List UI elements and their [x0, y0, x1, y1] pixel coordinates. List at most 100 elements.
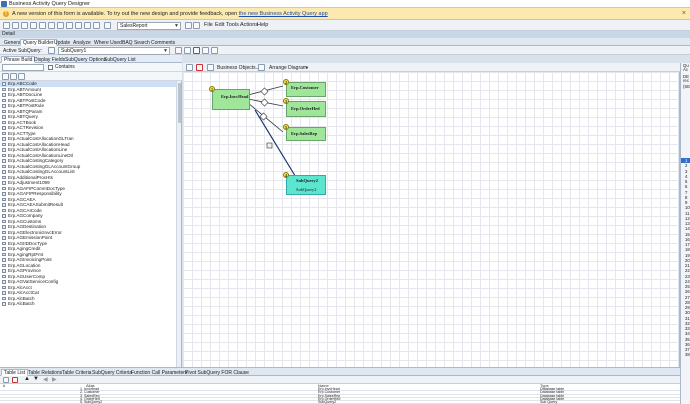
close-icon[interactable]: ×	[681, 10, 686, 17]
table-list-item[interactable]: Erp.ACTType	[0, 131, 176, 137]
table-list-item[interactable]: Erp.AdditionalProcHts	[0, 175, 176, 181]
table-list-item[interactable]: Erp.ActualCostAllocationLine	[0, 147, 176, 153]
table-list-item[interactable]: Erp.AGCAEASubmitResult	[0, 202, 176, 208]
table-list-item[interactable]: Erp.AGAFIPResponsibility	[0, 191, 176, 197]
table-node-salesrep[interactable]: 5 Erp.SalesRep	[283, 124, 326, 141]
save-icon[interactable]	[3, 22, 10, 29]
chevron-down-icon[interactable]: ▼	[305, 65, 309, 70]
refresh-icon[interactable]	[21, 22, 28, 29]
join-diamond-icon[interactable]	[260, 87, 269, 96]
join-diamond-icon[interactable]	[259, 112, 268, 121]
table-list-item[interactable]: Erp.ACTBook	[0, 120, 176, 126]
table-list-item[interactable]: Erp.ActualCostAllocationGLTran	[0, 136, 176, 142]
move-icon[interactable]	[207, 64, 214, 71]
up-arrow-icon[interactable]: ▲	[24, 376, 30, 382]
right-arrow-icon[interactable]: ▶	[52, 377, 57, 383]
add-subquery-icon[interactable]	[175, 47, 182, 54]
table-list-item[interactable]: Erp.AGEmissionPoint	[0, 235, 176, 241]
query-combo[interactable]: SalesReport ▼	[117, 22, 181, 30]
tab-subquery-list[interactable]: SubQuery List	[104, 57, 136, 63]
menu-help[interactable]: Help	[257, 22, 269, 28]
attach-icon[interactable]	[75, 22, 82, 29]
tab-subquery-criteria[interactable]: SubQuery Criteria	[92, 370, 133, 376]
menu-actions[interactable]: Actions	[240, 22, 259, 28]
table-list-item[interactable]: Erp.AlcBatch	[0, 301, 176, 307]
down-arrow-icon[interactable]: ▼	[33, 376, 39, 382]
sigma-icon[interactable]	[258, 64, 265, 71]
move-up-icon[interactable]	[202, 47, 209, 54]
table-list-item[interactable]: Erp.ActualCostAllocationHead	[0, 142, 176, 148]
table-list-item[interactable]: Erp.Adjustment1099	[0, 180, 176, 186]
paste-icon[interactable]	[57, 22, 64, 29]
table-list-item[interactable]: Erp.ABTAmount	[0, 87, 176, 93]
diagram-canvas[interactable]: 1 Erp.InvcHead 2 Erp.Customer 3 Erp.Orde…	[183, 72, 680, 367]
tab-comments[interactable]: Comments	[151, 40, 176, 46]
join-diamond-icon[interactable]	[260, 98, 269, 107]
arrange-diagram-button[interactable]: Arrange Diagram	[269, 65, 308, 71]
col-header-name[interactable]: Name	[318, 383, 329, 388]
tab-display-fields[interactable]: Display Fields	[34, 57, 66, 63]
menu-edit[interactable]: Edit	[215, 22, 225, 28]
table-list-item[interactable]: Erp.AGCustoms	[0, 219, 176, 225]
delete-icon[interactable]	[196, 64, 203, 71]
table-list-item[interactable]: Erp.AGCAEA	[0, 197, 176, 203]
table-list-item[interactable]: Erp.ABCCode	[0, 81, 176, 87]
copy-icon[interactable]	[48, 22, 55, 29]
table-list-scrollbar[interactable]	[176, 81, 181, 367]
delete-icon[interactable]	[39, 22, 46, 29]
table-list-item[interactable]: Erp.AGCAICode	[0, 208, 176, 214]
table-list-item[interactable]: Erp.AGInvoicingPoint	[0, 257, 176, 263]
table-list-item[interactable]: Erp.AGDestination	[0, 224, 176, 230]
tab-phrase-build[interactable]: Phrase Build	[1, 56, 36, 63]
link-icon[interactable]	[186, 64, 193, 71]
copy-subquery-icon[interactable]	[184, 47, 191, 54]
table-node-orderhed[interactable]: 3 Erp.OrderHed	[283, 98, 326, 117]
table-list-item[interactable]: Erp.ABTDocLine	[0, 92, 176, 98]
table-list-item[interactable]: Erp.AgingRptFmt	[0, 252, 176, 258]
filter-icon[interactable]	[10, 73, 17, 80]
delete-subquery-icon[interactable]	[193, 47, 200, 54]
search-input[interactable]	[2, 64, 44, 71]
table-list-item[interactable]: Erp.AGAFIPCommDocType	[0, 186, 176, 192]
table-list-item[interactable]: Erp.AGLocation	[0, 263, 176, 269]
tab-query-builder[interactable]: Query Builder	[20, 39, 57, 46]
col-header-alias[interactable]: Alias	[86, 383, 95, 388]
move-down-icon[interactable]	[211, 47, 218, 54]
table-list-item[interactable]: Erp.AGIIDDocType	[0, 241, 176, 247]
delete-icon[interactable]	[12, 377, 18, 383]
tab-pivot-clause[interactable]: Pivot SubQuery FOR Clause	[185, 370, 249, 376]
table-list-item[interactable]: Erp.AGUserComp	[0, 274, 176, 280]
tab-analyze[interactable]: Analyze	[73, 40, 91, 46]
grid-icon[interactable]	[3, 377, 9, 383]
undo-icon[interactable]	[30, 22, 37, 29]
help-icon[interactable]	[93, 22, 100, 29]
table-list-item[interactable]: Erp.AGCompany	[0, 213, 176, 219]
table-node-invchead[interactable]: 1 Erp.InvcHead	[209, 86, 250, 110]
table-list-item[interactable]: Erp.AGVatServiceConfig	[0, 279, 176, 285]
table-list-item[interactable]: Erp.ActualCostingCategory	[0, 158, 176, 164]
subquery-combo[interactable]: SubQuery1 ▼	[58, 47, 170, 55]
table-list-item[interactable]: Erp.ActualCostingGLAccountList	[0, 169, 176, 175]
new-icon[interactable]	[12, 22, 19, 29]
tab-general[interactable]: General	[4, 40, 22, 46]
table-list-item[interactable]: Erp.ActualCostingGLAccountGroup	[0, 164, 176, 170]
col-header-type[interactable]: Type	[540, 383, 549, 388]
cut-icon[interactable]	[66, 22, 73, 29]
table-list-item[interactable]: Erp.AGElectronicInvcError	[0, 230, 176, 236]
col-header-num[interactable]: #	[3, 383, 6, 388]
tab-baq-search[interactable]: BAQ Search	[122, 40, 150, 46]
table-list-item[interactable]: Erp.AGProvince	[0, 268, 176, 274]
table-list-item[interactable]: Erp.AlcBatch	[0, 296, 176, 302]
business-objects-button[interactable]: Business Objects...	[217, 65, 260, 71]
tab-table-relations[interactable]: Table Relations	[28, 370, 63, 376]
lookup-icon[interactable]	[185, 22, 192, 29]
table-list-item[interactable]: Erp.ABTPostRule	[0, 103, 176, 109]
table-list-item[interactable]: Erp.AlcAcct	[0, 285, 176, 291]
tab-table-list[interactable]: Table List	[1, 369, 29, 376]
table-node-customer[interactable]: 2 Erp.Customer	[283, 79, 326, 97]
table-list-item[interactable]: Erp.AgingCredit	[0, 246, 176, 252]
menu-tools[interactable]: Tools	[226, 22, 239, 28]
join-square-icon[interactable]	[266, 142, 273, 149]
